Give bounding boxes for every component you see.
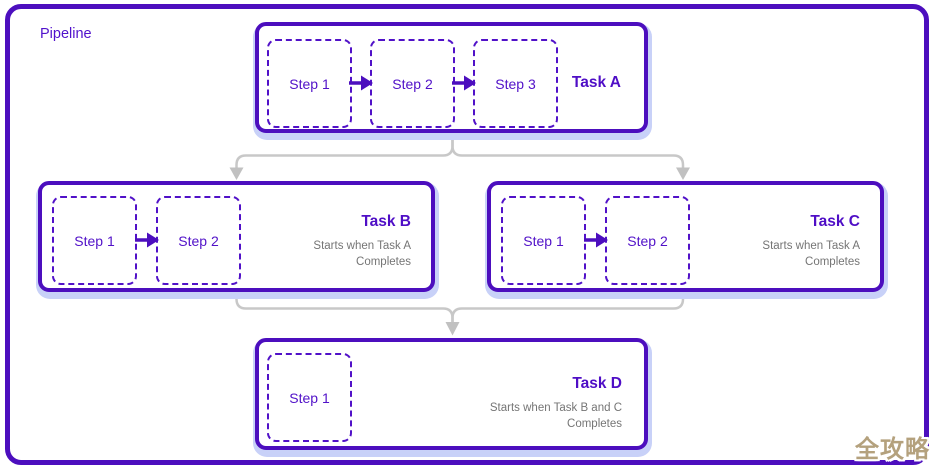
pipeline-frame [5,4,929,465]
task-b-step-1: Step 1 [52,196,137,285]
task-a-step-2: Step 2 [370,39,455,128]
task-c-step-2: Step 2 [605,196,690,285]
task-c-note-line-1: Starts when Task A [762,240,860,252]
task-c-note-line-2: Completes [805,256,860,268]
step-label: Step 1 [289,389,330,406]
task-a-step-1: Step 1 [267,39,352,128]
step-label: Step 1 [74,232,115,249]
task-d-info: Task D Starts when Task B and C Complete… [490,374,622,432]
step-label: Step 1 [289,75,330,92]
task-b-note-line-1: Starts when Task A [313,240,411,252]
task-c-step-1: Step 1 [501,196,586,285]
task-b-step-2: Step 2 [156,196,241,285]
watermark: 全攻略 [855,436,930,463]
step-arrow-icon [135,232,159,248]
step-arrow-icon [349,75,373,91]
task-a-node: Step 1 Step 2 Step 3 Task A [255,22,648,133]
task-c-node: Step 1 Step 2 Task C Starts when Task A … [487,181,884,292]
task-b-info: Task B Starts when Task A Completes [313,212,411,270]
step-arrow-icon [452,75,476,91]
step-arrow-icon [584,232,608,248]
task-b-node: Step 1 Step 2 Task B Starts when Task A … [38,181,435,292]
step-label: Step 2 [627,232,668,249]
task-d-note-line-1: Starts when Task B and C [489,402,622,414]
task-d-note-line-2: Completes [567,418,622,430]
step-label: Step 3 [495,75,536,92]
task-a-label: Task A [571,74,621,91]
step-label: Step 2 [392,75,433,92]
task-c-label: Task C [810,213,860,230]
task-d-label: Task D [572,375,622,392]
task-d-step-1: Step 1 [267,353,352,442]
task-a-step-3: Step 3 [473,39,558,128]
step-label: Step 2 [178,232,219,249]
task-c-info: Task C Starts when Task A Completes [762,212,860,270]
task-b-note-line-2: Completes [356,256,411,268]
pipeline-title: Pipeline [40,26,92,42]
task-b-label: Task B [361,213,411,230]
step-label: Step 1 [523,232,564,249]
task-d-node: Step 1 Task D Starts when Task B and C C… [255,338,648,450]
